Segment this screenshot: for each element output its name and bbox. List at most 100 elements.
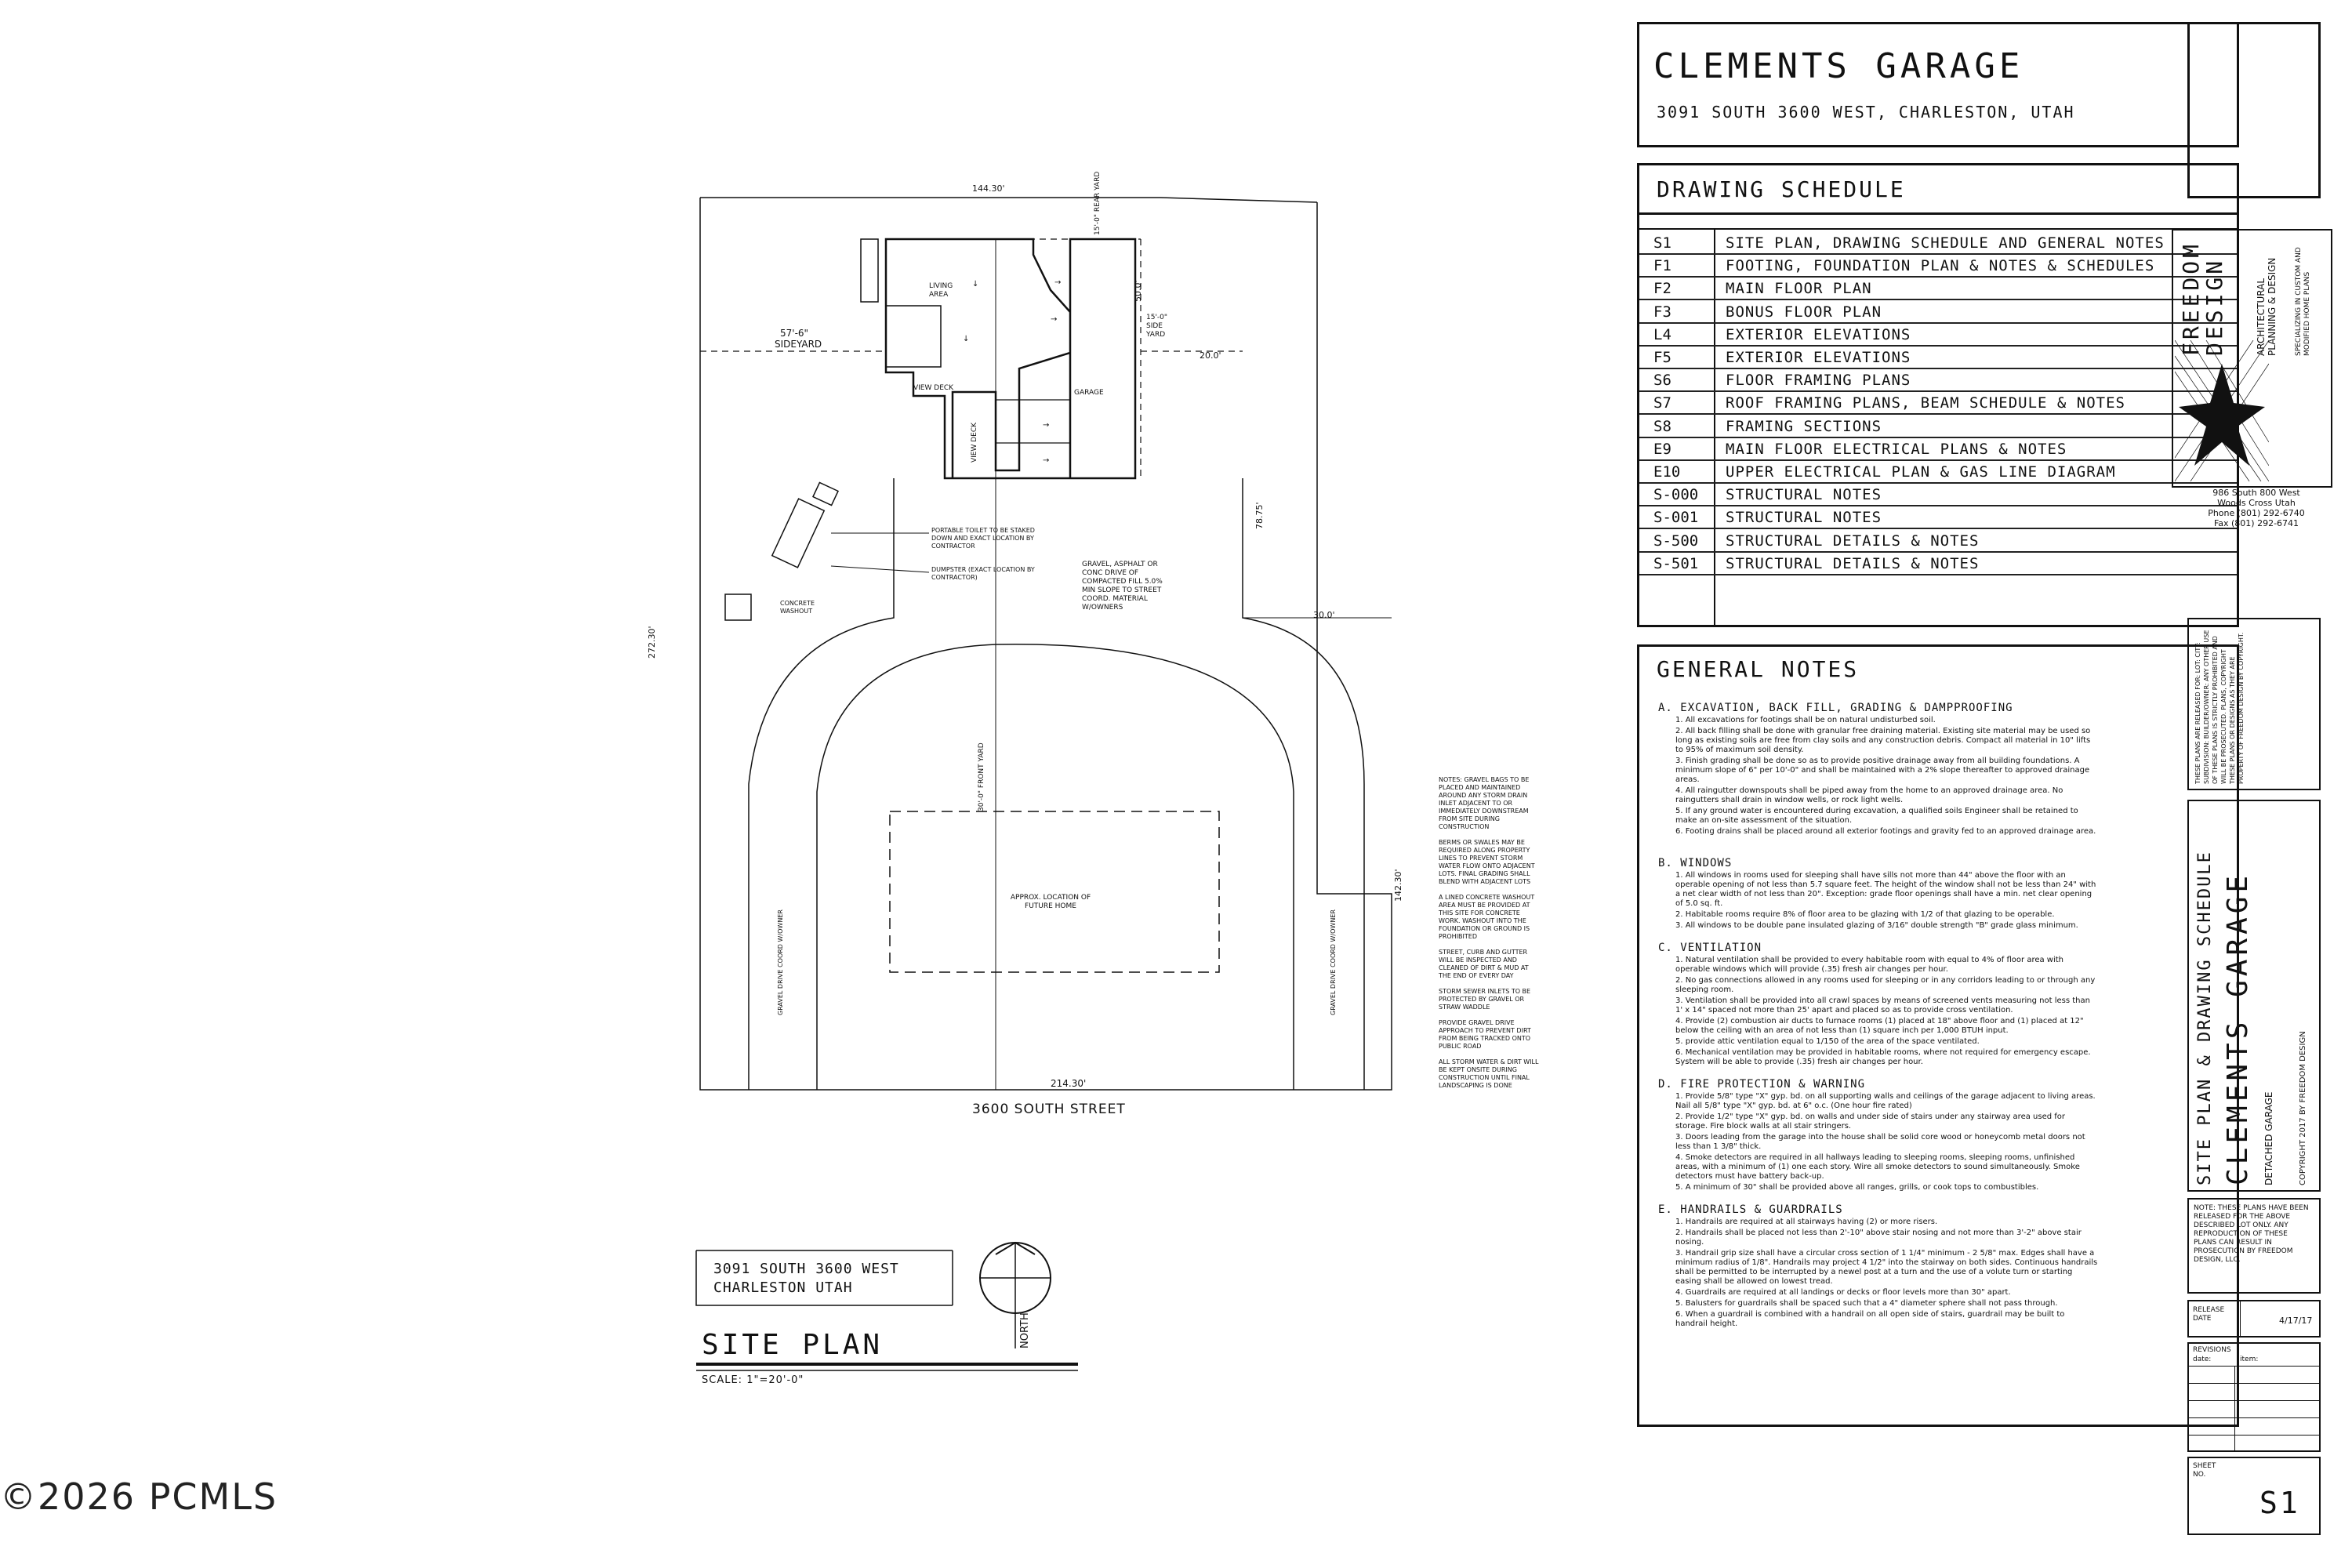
gravel-drive-right: GRAVEL DRIVE COORD W/OWNER xyxy=(1330,909,1337,1015)
firm-tag2: SPECIALIZING IN CUSTOM AND MODIFIED HOME… xyxy=(2295,247,2311,356)
living-area-label: LIVING AREA xyxy=(929,282,953,299)
drawing-schedule-heading: DRAWING SCHEDULE xyxy=(1657,176,1906,202)
svg-text:→: → xyxy=(1051,315,1057,324)
note-item: 3. Ventilation shall be provided into al… xyxy=(1675,996,2090,1014)
property-line xyxy=(699,198,1392,1091)
sheet-number: S1 xyxy=(2259,1486,2300,1520)
driveway-outer-r xyxy=(1242,478,1365,1090)
note-item: 3. Doors leading from the garage into th… xyxy=(1675,1133,2085,1151)
schedule-desc: STRUCTURAL NOTES xyxy=(1726,486,1882,504)
schedule-desc: SITE PLAN, DRAWING SCHEDULE AND GENERAL … xyxy=(1726,234,2165,252)
side-note: BERMS OR SWALES MAY BE REQUIRED ALONG PR… xyxy=(1439,839,1535,885)
side-note: NOTES: GRAVEL BAGS TO BE PLACED AND MAIN… xyxy=(1439,776,1530,830)
note-item: 6. When a guardrail is combined with a h… xyxy=(1675,1310,2065,1328)
firm-address-line: 986 South 800 West xyxy=(2212,488,2300,498)
future-home-label: APPROX. LOCATION OF FUTURE HOME xyxy=(1010,894,1091,910)
sheet-project: CLEMENTS GARAGE xyxy=(2222,871,2254,1185)
schedule-desc: EXTERIOR ELEVATIONS xyxy=(1726,325,1911,343)
schedule-row: S6 FLOOR FRAMING PLANS xyxy=(1639,369,2237,393)
dim-right: 142.30' xyxy=(1393,869,1403,902)
firm-name: FREEDOM DESIGN xyxy=(2178,241,2227,356)
sheet-copyright: COPYRIGHT 2017 BY FREEDOM DESIGN xyxy=(2299,1031,2307,1185)
firm-tag1: ARCHITECTURAL PLANNING & DESIGN xyxy=(2256,257,2278,356)
star-logo-icon xyxy=(2175,340,2269,481)
dumpster-note: DUMPSTER (EXACT LOCATION BY CONTRACTOR) xyxy=(931,566,1035,581)
note-section-title: E. HANDRAILS & GUARDRAILS xyxy=(1658,1203,1843,1216)
note-section-title: A. EXCAVATION, BACK FILL, GRADING & DAMP… xyxy=(1658,702,2013,714)
note-item: 2. All back filling shall be done with g… xyxy=(1675,727,2091,754)
schedule-row: S-000 STRUCTURAL NOTES xyxy=(1639,484,2237,507)
note-item: 5. provide attic ventilation equal to 1/… xyxy=(1675,1037,1980,1046)
schedule-desc: EXTERIOR ELEVATIONS xyxy=(1726,349,1911,366)
svg-text:↓: ↓ xyxy=(963,335,969,343)
site-address-line2: CHARLESTON UTAH xyxy=(713,1279,853,1296)
schedule-desc: ROOF FRAMING PLANS, BEAM SCHEDULE & NOTE… xyxy=(1726,394,2125,412)
schedule-code: S7 xyxy=(1653,394,1671,412)
future-home xyxy=(889,811,1220,973)
driveway-outer xyxy=(748,478,895,1090)
rev-date-label: date: xyxy=(2193,1356,2212,1363)
dim-30: 30.0' xyxy=(1313,610,1335,620)
release-date-label: RELEASE DATE xyxy=(2193,1306,2225,1323)
note-item: 5. A minimum of 30" shall be provided ab… xyxy=(1675,1183,2039,1192)
garage-footprint xyxy=(884,238,1137,480)
note-box: NOTE: THESE PLANS HAVE BEEN RELEASED FOR… xyxy=(2187,1198,2321,1294)
schedule-code: F1 xyxy=(1653,257,1671,275)
release-note: NOTE: THESE PLANS HAVE BEEN RELEASED FOR… xyxy=(2194,1204,2309,1264)
schedule-code: S-501 xyxy=(1653,554,1699,572)
dim-50: 50.0' xyxy=(1133,280,1143,302)
schedule-desc: FLOOR FRAMING PLANS xyxy=(1726,372,1911,390)
note-section-title: B. WINDOWS xyxy=(1658,857,1733,869)
note-item: 2. Handrails shall be placed not less th… xyxy=(1675,1229,2082,1247)
schedule-desc: UPPER ELECTRICAL PLAN & GAS LINE DIAGRAM xyxy=(1726,463,2116,481)
site-plan-title: SITE PLAN xyxy=(702,1329,884,1361)
sheet-label: SHEET NO. xyxy=(2193,1462,2216,1479)
project-address: 3091 SOUTH 3600 WEST, CHARLESTON, UTAH xyxy=(1657,103,2075,122)
general-notes-heading: GENERAL NOTES xyxy=(1657,656,1860,682)
schedule-code: S6 xyxy=(1653,372,1671,390)
note-item: 5. Balusters for guardrails shall be spa… xyxy=(1675,1299,2058,1308)
schedule-desc: STRUCTURAL DETAILS & NOTES xyxy=(1726,554,1980,572)
view-deck-2-label: VIEW DECK xyxy=(971,422,978,463)
schedule-code: S8 xyxy=(1653,417,1671,435)
site-address-line1: 3091 SOUTH 3600 WEST xyxy=(713,1261,899,1277)
note-item: 4. All raingutter downspouts shall be pi… xyxy=(1675,786,2063,804)
note-item: 1. Provide 5/8" type "X" gyp. bd. on all… xyxy=(1675,1092,2096,1110)
revisions-label: REVISIONS xyxy=(2193,1346,2231,1354)
release-box: THESE PLANS ARE RELEASED FOR: LOT: CITY:… xyxy=(2187,618,2321,790)
svg-text:→: → xyxy=(1043,456,1049,465)
note-section-title: C. VENTILATION xyxy=(1658,942,1762,954)
schedule-code: S-000 xyxy=(1653,486,1699,504)
schedule-code: E10 xyxy=(1653,463,1681,481)
schedule-row: S-501 STRUCTURAL DETAILS & NOTES xyxy=(1639,553,2237,575)
schedule-row: S7 ROOF FRAMING PLANS, BEAM SCHEDULE & NO… xyxy=(1639,392,2237,416)
firm-address-line: Fax (801) 292-6741 xyxy=(2213,518,2299,528)
side-note: STORM SEWER INLETS TO BE PROTECTED BY GR… xyxy=(1439,988,1531,1011)
side-note: ALL STORM WATER & DIRT WILL BE KEPT ONSI… xyxy=(1439,1058,1539,1089)
firm-address-line: Phone (801) 292-6740 xyxy=(2208,508,2305,518)
dim-top: 144.30' xyxy=(972,183,1005,194)
svg-text:→: → xyxy=(1043,421,1049,430)
view-deck-label: VIEW DECK xyxy=(913,384,954,392)
general-notes: GENERAL NOTES A. EXCAVATION, BACK FILL, … xyxy=(1637,644,2239,1427)
note-item: 4. Provide (2) combustion air ducts to f… xyxy=(1675,1017,2084,1035)
schedule-code: F2 xyxy=(1653,280,1671,298)
sheet-number-box: SHEET NO. S1 xyxy=(2187,1457,2321,1535)
schedule-code: E9 xyxy=(1653,440,1671,458)
release-date: 4/17/17 xyxy=(2279,1316,2313,1326)
firm-logo: FREEDOM DESIGN ARCHITECTURAL PLANNING & … xyxy=(2172,229,2332,488)
schedule-code: L4 xyxy=(1653,325,1671,343)
note-item: 1. Natural ventilation shall be provided… xyxy=(1675,956,2064,974)
schedule-row: L4 EXTERIOR ELEVATIONS xyxy=(1639,324,2237,347)
street-label: 3600 SOUTH STREET xyxy=(972,1102,1126,1117)
schedule-desc: STRUCTURAL NOTES xyxy=(1726,509,1882,527)
schedule-row: E10 UPPER ELECTRICAL PLAN & GAS LINE DIAG… xyxy=(1639,461,2237,484)
